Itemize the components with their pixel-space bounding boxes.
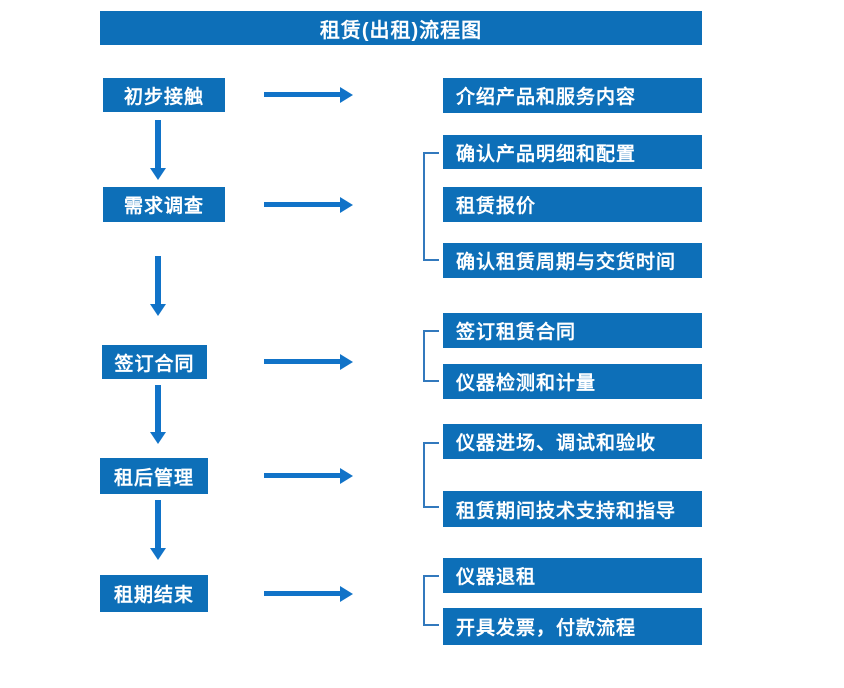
group-bracket-icon-4 bbox=[423, 575, 439, 626]
detail-label: 租赁期间技术支持和指导 bbox=[456, 500, 677, 522]
flowchart-title-banner: 租赁(出租)流程图 bbox=[100, 11, 702, 45]
detail-label: 确认产品明细和配置 bbox=[456, 143, 637, 165]
stage-label: 需求调查 bbox=[123, 196, 204, 217]
detail-box-instrument-setup-acceptance: 仪器进场、调试和验收 bbox=[443, 424, 702, 459]
detail-label: 介绍产品和服务内容 bbox=[456, 87, 637, 108]
detail-box-instrument-inspection-metering: 仪器检测和计量 bbox=[443, 364, 702, 399]
flowchart-title: 租赁(出租)流程图 bbox=[319, 19, 483, 42]
detail-box-intro-products-services: 介绍产品和服务内容 bbox=[443, 78, 702, 113]
down-arrow-icon-1 bbox=[155, 120, 161, 168]
group-bracket-icon-1 bbox=[423, 152, 439, 261]
detail-box-confirm-period-delivery: 确认租赁周期与交货时间 bbox=[443, 243, 702, 278]
detail-box-rental-quote: 租赁报价 bbox=[443, 187, 702, 222]
detail-label: 确认租赁周期与交货时间 bbox=[456, 252, 677, 273]
down-arrow-icon-2 bbox=[155, 256, 161, 304]
stage-label: 租后管理 bbox=[113, 467, 194, 489]
right-arrow-icon-5 bbox=[264, 591, 340, 596]
detail-label: 仪器检测和计量 bbox=[456, 373, 597, 394]
right-arrow-icon-4 bbox=[264, 473, 340, 478]
down-arrow-icon-4 bbox=[155, 500, 161, 548]
detail-box-confirm-product-config: 确认产品明细和配置 bbox=[443, 135, 702, 169]
group-bracket-icon-2 bbox=[423, 330, 439, 382]
group-bracket-icon-3 bbox=[423, 442, 439, 508]
right-arrow-icon-1 bbox=[264, 92, 340, 97]
detail-box-invoice-payment: 开具发票，付款流程 bbox=[443, 608, 702, 645]
down-arrow-icon-3 bbox=[155, 385, 161, 432]
stage-box-post-rental-management: 租后管理 bbox=[100, 458, 208, 494]
stage-box-initial-contact: 初步接触 bbox=[103, 78, 225, 112]
right-arrow-icon-3 bbox=[264, 359, 340, 364]
detail-box-instrument-return: 仪器退租 bbox=[443, 558, 702, 593]
stage-label: 初步接触 bbox=[123, 86, 204, 108]
detail-label: 开具发票，付款流程 bbox=[456, 618, 637, 639]
detail-box-sign-rental-contract: 签订租赁合同 bbox=[443, 313, 702, 348]
detail-box-rental-tech-support: 租赁期间技术支持和指导 bbox=[443, 491, 702, 527]
detail-label: 租赁报价 bbox=[456, 196, 537, 217]
stage-label: 签订合同 bbox=[114, 353, 195, 375]
stage-box-sign-contract: 签订合同 bbox=[102, 345, 207, 379]
stage-box-lease-end: 租期结束 bbox=[100, 575, 208, 612]
right-arrow-icon-2 bbox=[264, 202, 340, 207]
stage-box-demand-survey: 需求调查 bbox=[103, 187, 225, 222]
detail-label: 仪器退租 bbox=[456, 567, 537, 588]
detail-label: 签订租赁合同 bbox=[456, 322, 577, 343]
stage-label: 租期结束 bbox=[113, 585, 194, 606]
detail-label: 仪器进场、调试和验收 bbox=[456, 433, 657, 454]
